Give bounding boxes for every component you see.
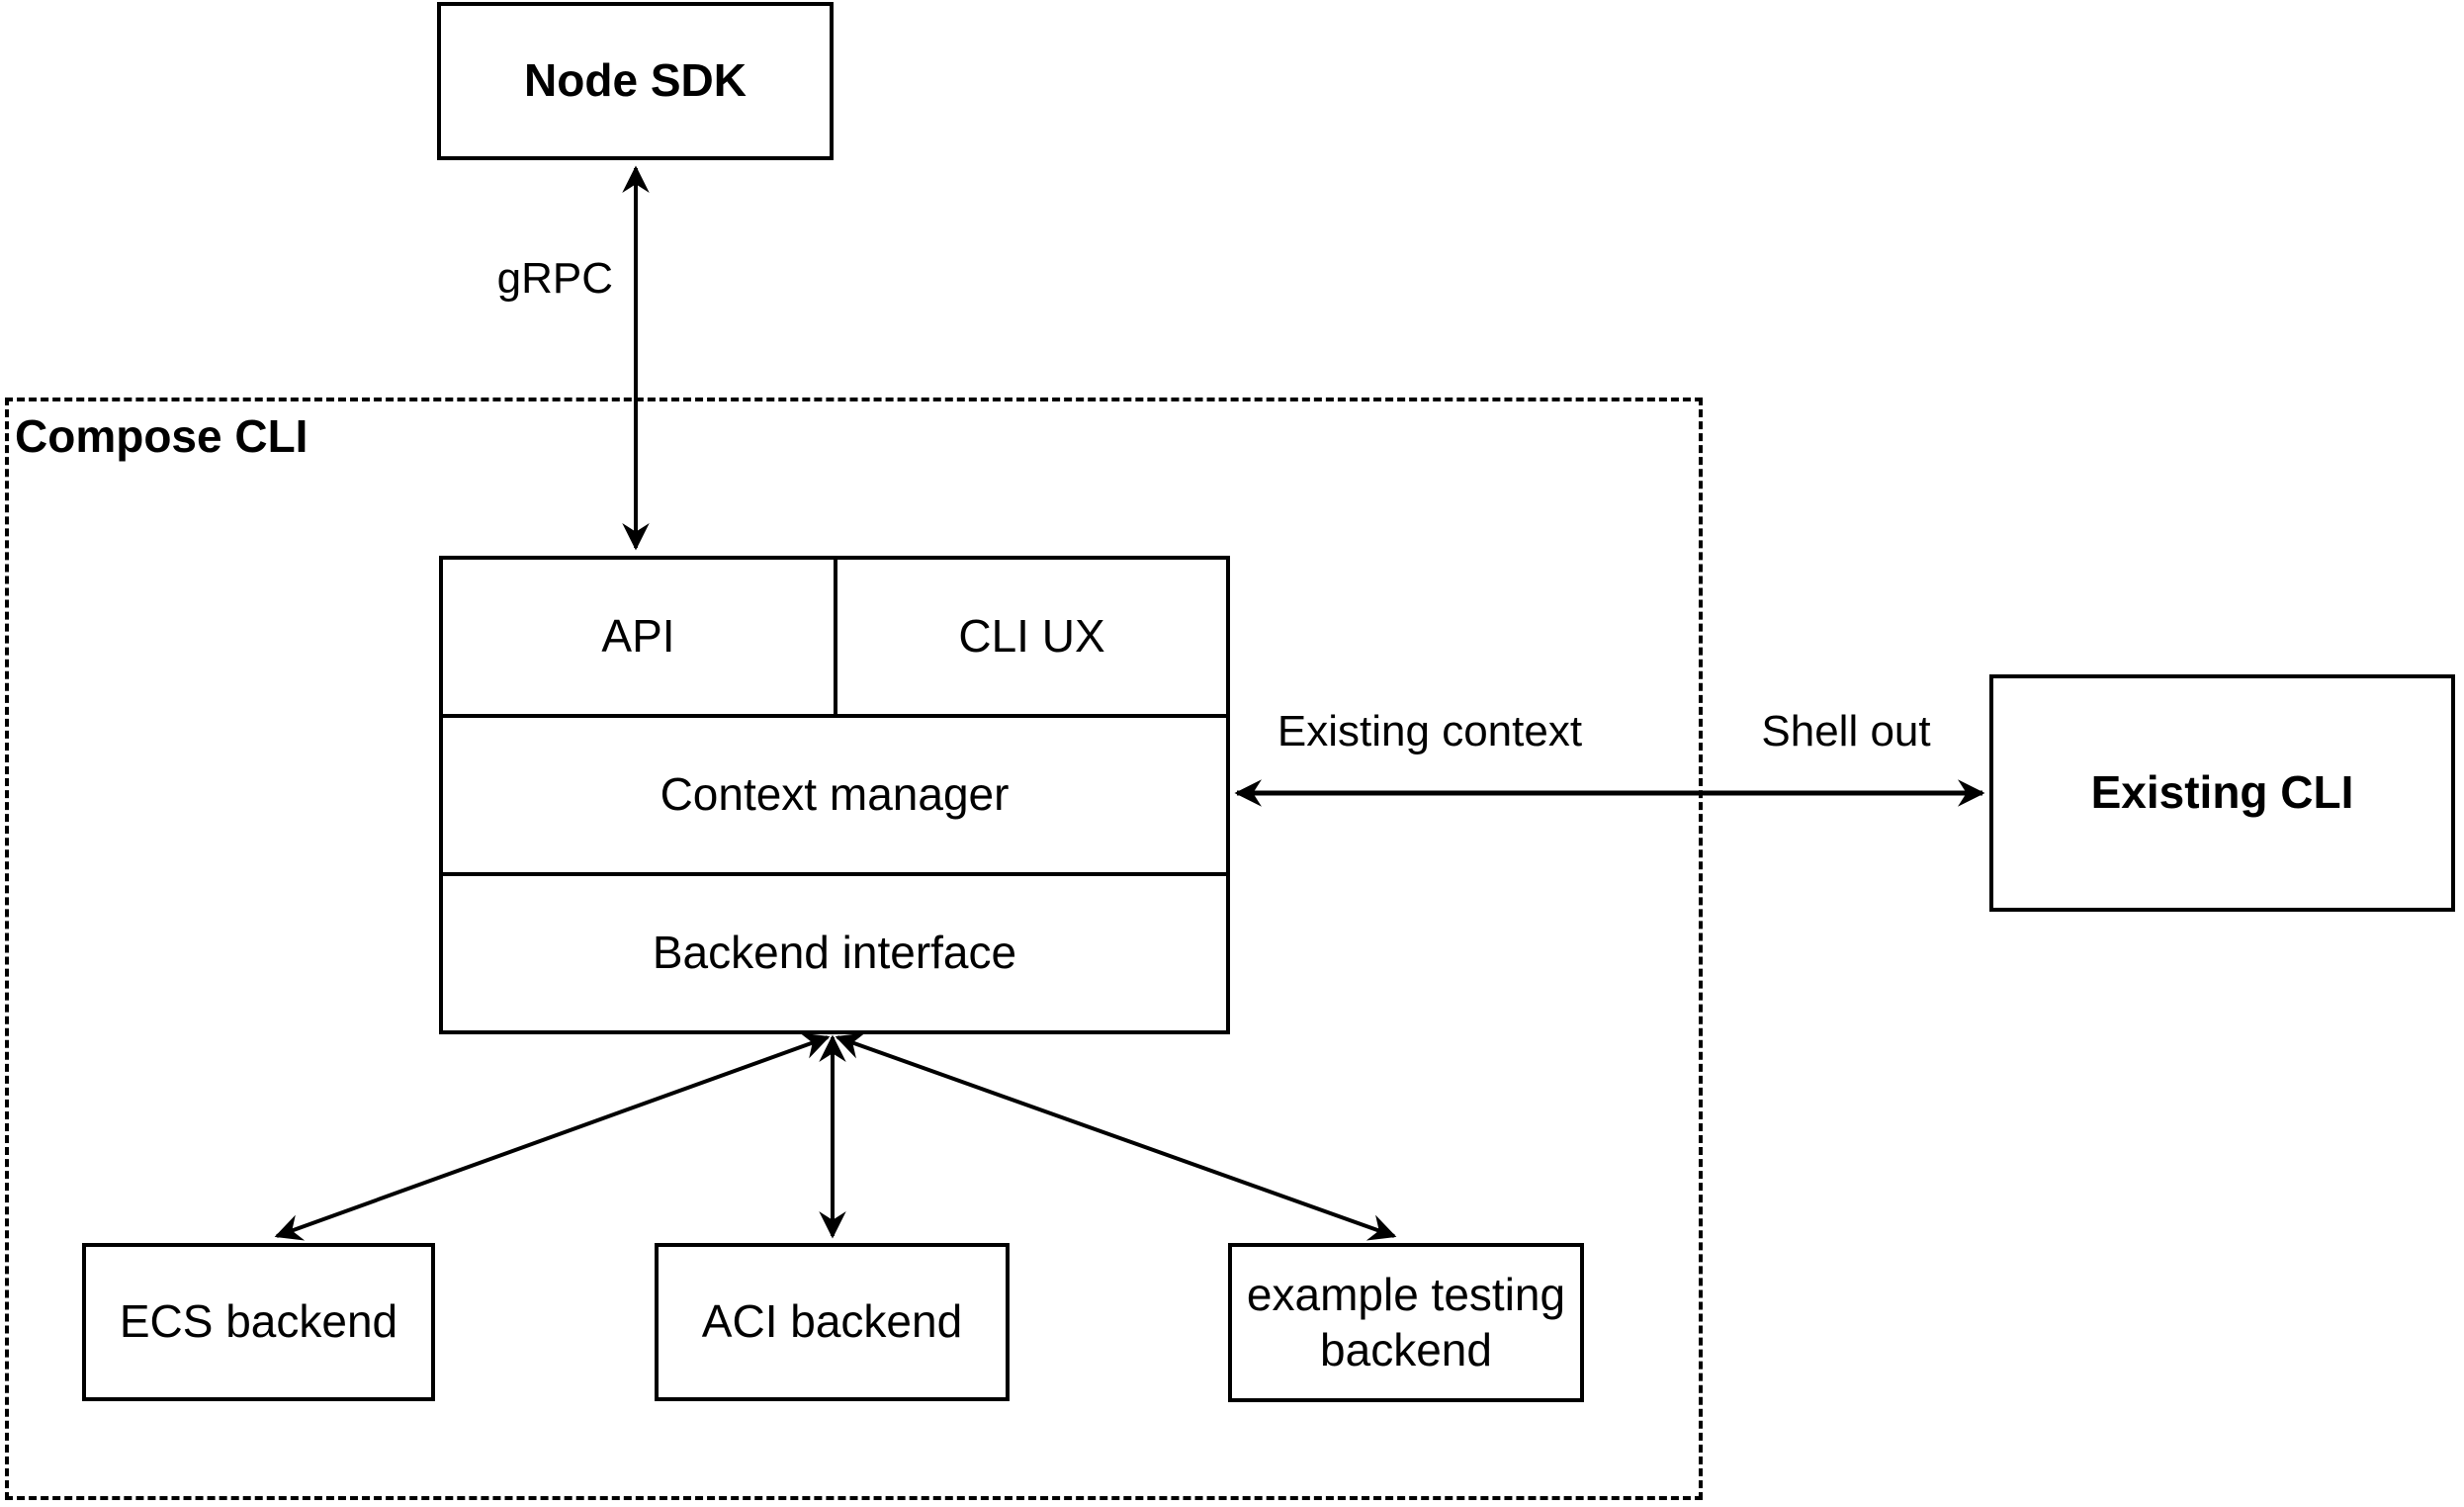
api-label: API (601, 610, 675, 663)
aci-backend-box: ACI backend (655, 1243, 1010, 1401)
context-manager-cell: Context manager (443, 718, 1226, 876)
example-testing-backend-box: example testing backend (1228, 1243, 1584, 1402)
compose-cli-container: Compose CLI (5, 398, 1703, 1500)
compose-cli-label: Compose CLI (15, 410, 308, 462)
api-cell: API (443, 560, 837, 714)
existing-cli-label: Existing CLI (2090, 766, 2354, 819)
cli-ux-label: CLI UX (958, 610, 1105, 663)
compose-stack-box: API CLI UX Context manager Backend inter… (439, 556, 1230, 1034)
cli-ux-cell: CLI UX (837, 560, 1226, 714)
example-testing-backend-label: example testing backend (1246, 1269, 1566, 1375)
backend-interface-label: Backend interface (652, 927, 1017, 979)
ecs-backend-label: ECS backend (119, 1295, 398, 1348)
ecs-backend-box: ECS backend (82, 1243, 435, 1401)
existing-cli-box: Existing CLI (1989, 674, 2455, 912)
grpc-edge-label: gRPC (496, 254, 613, 303)
backend-interface-cell: Backend interface (443, 876, 1226, 1030)
existing-context-edge-label: Existing context (1276, 707, 1583, 755)
shell-out-edge-label: Shell out (1761, 707, 1931, 755)
node-sdk-label: Node SDK (524, 54, 747, 107)
context-manager-label: Context manager (660, 768, 1010, 821)
stack-row-top: API CLI UX (443, 560, 1226, 718)
node-sdk-box: Node SDK (437, 2, 834, 160)
aci-backend-label: ACI backend (701, 1295, 963, 1348)
